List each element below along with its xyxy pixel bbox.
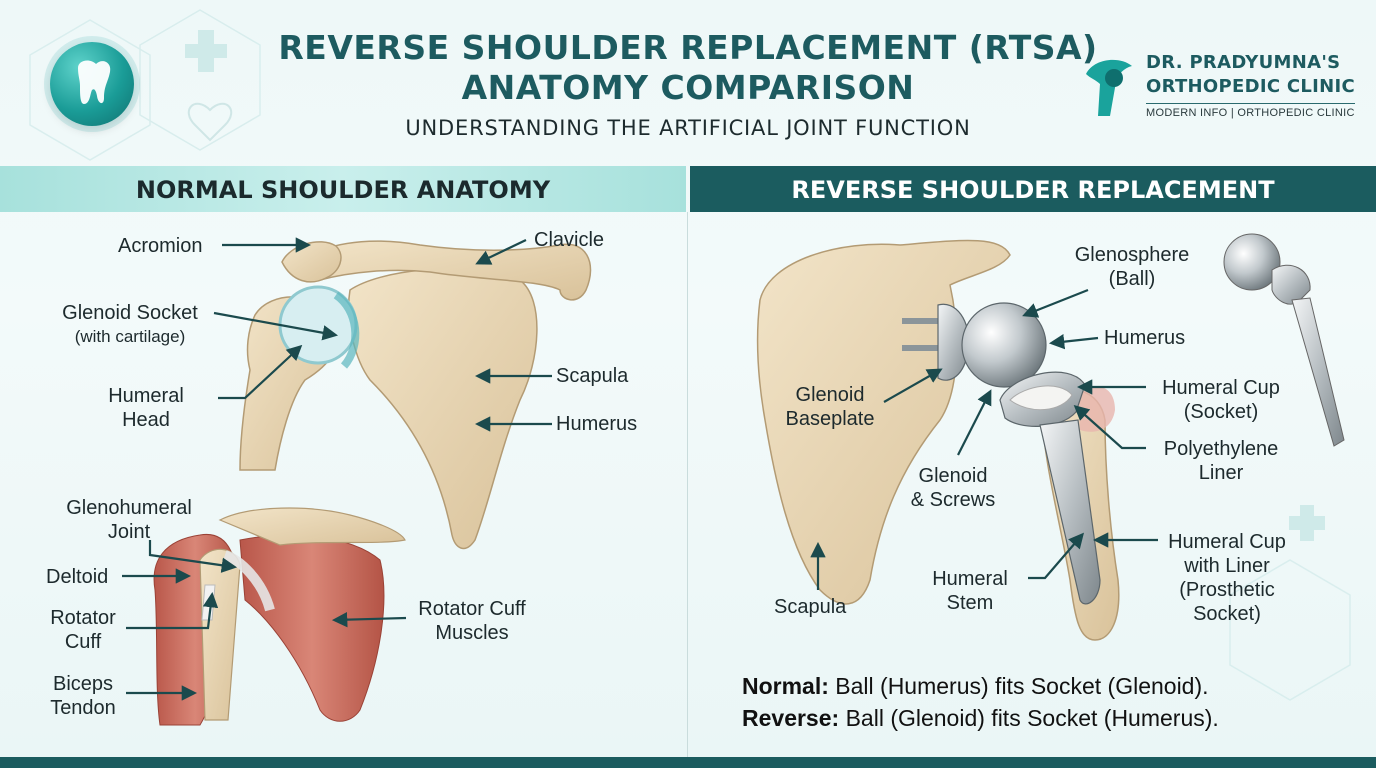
label-rotator-muscles-line1: Rotator Cuff bbox=[418, 598, 526, 620]
plus-icon bbox=[185, 30, 1325, 541]
tooth-icon bbox=[78, 60, 111, 104]
label-rotator-cuff-line2: Cuff bbox=[64, 631, 102, 653]
note-reverse-label: Reverse: bbox=[742, 705, 840, 731]
label-glenosphere: Glenosphere (Ball) bbox=[1062, 243, 1202, 291]
label-rotator-cuff-line1: Rotator bbox=[50, 607, 116, 629]
normal-clavicle bbox=[309, 240, 592, 301]
label-humerus: Humerus bbox=[556, 413, 638, 435]
label-scapula: Scapula bbox=[556, 365, 629, 387]
label-screws-line1: Glenoid bbox=[918, 465, 988, 487]
footer-bar bbox=[0, 757, 1376, 768]
note-normal-label: Normal: bbox=[742, 673, 829, 699]
page-title-line1: REVERSE SHOULDER REPLACEMENT (RTSA) bbox=[278, 28, 1098, 67]
label-cup-liner-line1: Humeral Cup bbox=[1168, 531, 1286, 553]
label-humeral-head-line1: Humeral bbox=[108, 385, 184, 407]
label-humeral-stem: Humeral Stem bbox=[918, 567, 1022, 615]
label-cup-liner-line2: with Liner bbox=[1184, 555, 1270, 577]
page-title-line2: ANATOMY COMPARISON bbox=[461, 68, 915, 107]
label-baseplate-line1: Glenoid bbox=[795, 384, 865, 406]
label-polyethylene-liner: Polyethylene Liner bbox=[1148, 437, 1294, 485]
label-glenoid-baseplate: Glenoid Baseplate bbox=[772, 383, 888, 431]
heart-icon bbox=[187, 102, 233, 142]
note-normal-text: Ball (Humerus) fits Socket (Glenoid). bbox=[828, 673, 1209, 699]
label-biceps-line1: Biceps bbox=[52, 673, 114, 695]
note-normal: Normal: Ball (Humerus) fits Socket (Glen… bbox=[742, 673, 1209, 700]
clinic-shoulder-logo-icon bbox=[1086, 59, 1132, 116]
label-scapula-reverse: Scapula bbox=[774, 596, 847, 618]
label-rotator-cuff-muscles: Rotator Cuff Muscles bbox=[406, 597, 538, 645]
label-humeral-head-line2: Head bbox=[122, 409, 170, 431]
label-glenoid-screws: Glenoid & Screws bbox=[900, 464, 1006, 512]
label-glenoid-socket: Glenoid Socket (with cartilage) bbox=[50, 301, 210, 349]
section-bar-normal: NORMAL SHOULDER ANATOMY bbox=[0, 166, 686, 212]
humeral-cup-and-stem bbox=[999, 371, 1101, 605]
clinic-name-line1: DR. PRADYUMNA'S bbox=[1146, 52, 1341, 73]
label-glenosphere-line1: Glenosphere bbox=[1074, 244, 1190, 266]
label-humeral-cup-with-liner: Humeral Cup with Liner (Prosthetic Socke… bbox=[1152, 530, 1302, 626]
label-baseplate-line2: Baseplate bbox=[785, 408, 875, 430]
label-humerus-reverse: Humerus bbox=[1104, 327, 1186, 349]
label-glenoid-socket-main: Glenoid Socket bbox=[62, 302, 198, 324]
label-liner-line1: Polyethylene bbox=[1163, 438, 1279, 460]
section-title-reverse: REVERSE SHOULDER REPLACEMENT bbox=[791, 176, 1275, 204]
label-glenosphere-line2: (Ball) bbox=[1108, 268, 1156, 290]
label-humeral-cup-line2: (Socket) bbox=[1183, 401, 1259, 423]
clinic-tagline: MODERN INFO | ORTHOPEDIC CLINIC bbox=[1146, 103, 1355, 119]
page-subtitle: UNDERSTANDING THE ARTIFICIAL JOINT FUNCT… bbox=[405, 116, 971, 140]
note-reverse-text: Ball (Glenoid) fits Socket (Humerus). bbox=[839, 705, 1219, 731]
label-rotator-cuff: Rotator Cuff bbox=[40, 606, 126, 654]
label-acromion: Acromion bbox=[118, 235, 203, 257]
section-bar-reverse: REVERSE SHOULDER REPLACEMENT bbox=[690, 166, 1376, 212]
muscles-illustration bbox=[153, 507, 406, 726]
section-title-normal: NORMAL SHOULDER ANATOMY bbox=[135, 176, 551, 204]
label-biceps-tendon: Biceps Tendon bbox=[40, 672, 126, 720]
leader-arrows bbox=[122, 237, 1158, 701]
section-divider bbox=[687, 212, 688, 757]
label-glenohumeral-line2: Joint bbox=[107, 521, 151, 543]
label-liner-line2: Liner bbox=[1198, 462, 1244, 484]
label-cup-liner-line4: Socket) bbox=[1193, 603, 1261, 625]
label-humeral-head: Humeral Head bbox=[100, 384, 192, 432]
label-stem-line2: Stem bbox=[946, 592, 994, 614]
note-reverse: Reverse: Ball (Glenoid) fits Socket (Hum… bbox=[742, 705, 1219, 732]
prosthesis-photo bbox=[1223, 233, 1345, 447]
clinic-badge-logo bbox=[50, 42, 134, 126]
label-glenohumeral-joint: Glenohumeral Joint bbox=[54, 496, 204, 544]
label-clavicle: Clavicle bbox=[534, 229, 605, 251]
clinic-name-line2: ORTHOPEDIC CLINIC bbox=[1146, 76, 1356, 97]
glenosphere-ball bbox=[961, 302, 1047, 388]
label-humeral-cup-line1: Humeral Cup bbox=[1162, 377, 1280, 399]
label-cup-liner-line3: (Prosthetic bbox=[1179, 579, 1275, 601]
label-glenohumeral-line1: Glenohumeral bbox=[66, 497, 192, 519]
label-stem-line1: Humeral bbox=[932, 568, 1008, 590]
label-glenoid-socket-sub: (with cartilage) bbox=[74, 327, 186, 346]
label-biceps-line2: Tendon bbox=[50, 697, 116, 719]
label-screws-line2: & Screws bbox=[910, 489, 996, 511]
label-rotator-muscles-line2: Muscles bbox=[435, 622, 509, 644]
label-humeral-cup: Humeral Cup (Socket) bbox=[1148, 376, 1294, 424]
normal-scapula bbox=[347, 268, 538, 550]
label-deltoid: Deltoid bbox=[46, 566, 109, 588]
